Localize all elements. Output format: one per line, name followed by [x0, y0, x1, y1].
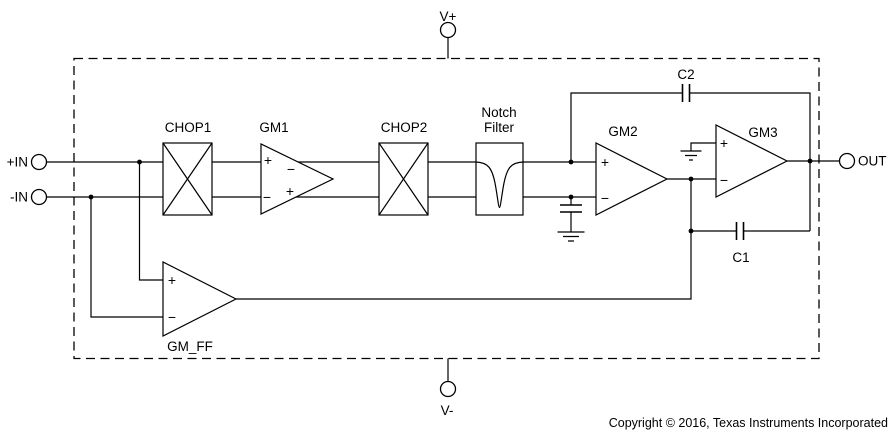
junction-dot	[688, 176, 694, 182]
junction-dot	[568, 194, 574, 200]
v-minus-pin-icon	[439, 380, 457, 398]
gm3-plus-ground-wire	[690, 142, 716, 151]
gmff-amplifier-triangle	[162, 261, 238, 337]
chop1-cross-icon	[162, 142, 213, 216]
c1-label: C1	[732, 250, 749, 265]
gm3-plus-input-sign: +	[720, 135, 728, 151]
gmff-label: GM_FF	[167, 339, 213, 354]
gm3-amplifier-triangle	[715, 124, 789, 198]
chop1-label: CHOP1	[165, 120, 212, 135]
gm2-minus-input-sign: −	[601, 190, 609, 206]
copyright-text: Copyright © 2016, Texas Instruments Inco…	[609, 416, 888, 430]
junction-dot	[88, 194, 94, 200]
ground-icon	[557, 231, 585, 242]
notch-response-curve-icon	[475, 161, 524, 209]
capacitors	[560, 84, 745, 240]
gm1-amplifier-triangle	[260, 143, 335, 215]
v-plus-pin-icon	[439, 21, 457, 39]
ground-icon	[680, 150, 702, 161]
notch-filter-label-line2: Filter	[484, 120, 515, 135]
gm2-amplifier-triangle	[595, 142, 669, 216]
notch-filter-label-line1: Notch	[481, 105, 516, 120]
gm2-plus-input-sign: +	[601, 154, 609, 170]
c2-capacitor-symbol	[681, 84, 691, 102]
junction-dot	[137, 159, 142, 165]
in-plus-pin-icon	[30, 153, 48, 171]
v-minus-label: V-	[441, 403, 454, 418]
junction-dot	[568, 159, 574, 165]
gm1-plus-input-sign: +	[264, 152, 272, 168]
chop2-cross-icon	[378, 142, 429, 216]
in-minus-pin-icon	[30, 188, 48, 206]
notch-filter-block	[475, 142, 524, 216]
terminal-pins	[30, 21, 856, 398]
gmff-plus-feed-wire	[138, 162, 163, 281]
c2-label: C2	[677, 67, 694, 82]
gm3-label: GM3	[748, 125, 777, 140]
c1-capacitor-symbol	[735, 222, 745, 240]
blocks	[162, 124, 789, 337]
gm1-minus-output-sign: −	[287, 161, 295, 177]
gm1-plus-output-sign: +	[286, 183, 294, 199]
chop2-label: CHOP2	[381, 120, 428, 135]
gmff-plus-input-sign: +	[168, 272, 176, 288]
junction-dot	[807, 158, 813, 164]
gm1-minus-input-sign: −	[263, 189, 271, 205]
v-plus-label: V+	[440, 9, 457, 24]
out-pin-icon	[838, 152, 856, 170]
gmff-minus-feed-wire	[90, 197, 163, 318]
ground-symbols	[557, 150, 702, 242]
in-plus-label: +IN	[7, 155, 28, 170]
junction-dots	[88, 158, 813, 234]
in-minus-label: -IN	[10, 190, 28, 205]
gmff-output-wire	[236, 179, 692, 300]
gm3-minus-input-sign: −	[720, 172, 728, 188]
gmff-minus-input-sign: −	[168, 309, 176, 325]
c2-branch-wire	[570, 92, 811, 231]
gm2-input-capacitor-symbol	[560, 204, 582, 213]
junction-dot	[688, 228, 694, 234]
out-label: OUT	[858, 154, 887, 169]
labels: V+ V- +IN -IN OUT CHOP1 GM1 CHOP2 Notch …	[7, 9, 887, 418]
gm2-label: GM2	[608, 124, 637, 139]
polarity-signs: + − − + + − + − + −	[168, 135, 728, 325]
gm1-label: GM1	[259, 120, 288, 135]
